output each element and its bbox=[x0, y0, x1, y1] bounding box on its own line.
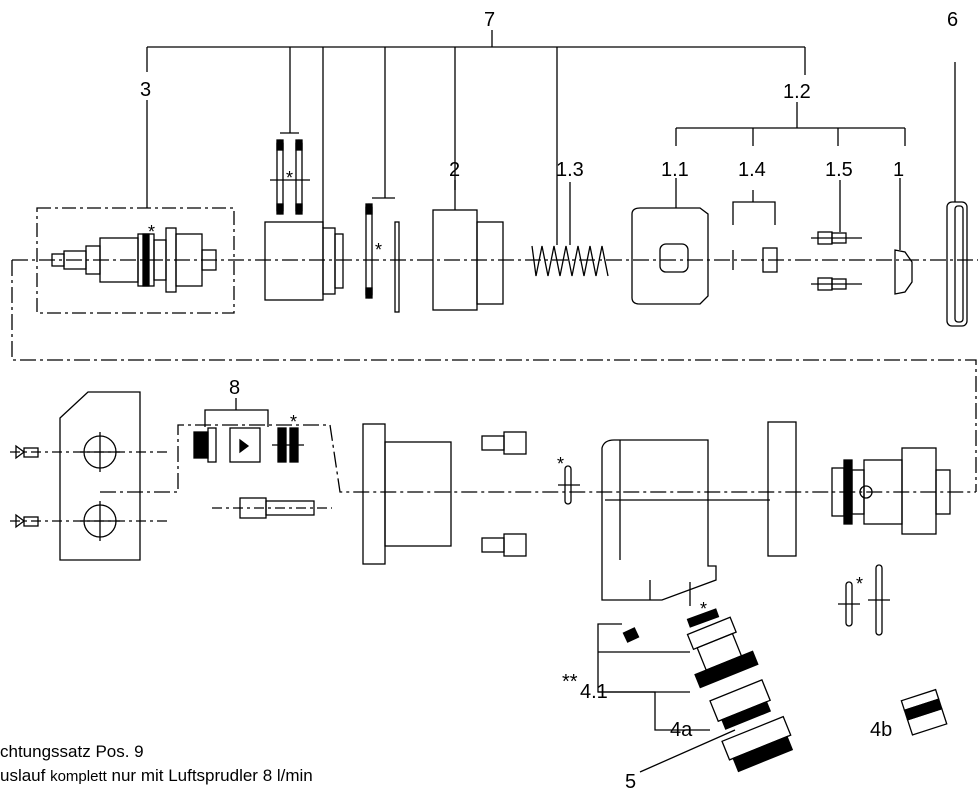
label-7: 7 bbox=[484, 9, 495, 31]
star-mark-aerator: * bbox=[700, 599, 707, 619]
bracket-4-1 bbox=[597, 623, 710, 731]
label-4-1-prefix: ** bbox=[562, 671, 578, 693]
star-mark-small: * bbox=[557, 454, 564, 474]
bolt bbox=[212, 497, 332, 519]
labels: 7 6 3 1.2 2 1.3 1.1 1.4 1.5 1 8 ** 4.1 4… bbox=[140, 9, 958, 793]
leader-bracket-1-2 bbox=[675, 102, 906, 146]
footnote-outlet: uslauf komplett nur mit Luftsprudler 8 l… bbox=[0, 766, 313, 786]
label-1-3: 1.3 bbox=[556, 159, 584, 181]
label-8: 8 bbox=[229, 377, 240, 399]
check-ring bbox=[272, 427, 304, 463]
label-1: 1 bbox=[893, 159, 904, 181]
aerator-stack bbox=[686, 616, 794, 773]
sleeve-7 bbox=[264, 221, 344, 301]
label-4a: 4a bbox=[670, 719, 693, 741]
footnote-outlet-a: uslauf bbox=[0, 766, 51, 785]
star-mark-seal: * bbox=[375, 240, 382, 260]
seal-ring-7 bbox=[365, 197, 400, 313]
label-4b: 4b bbox=[870, 719, 892, 741]
diverter-valve bbox=[831, 447, 951, 535]
label-3: 3 bbox=[140, 79, 151, 101]
part-3-frame bbox=[36, 207, 235, 314]
label-2: 2 bbox=[449, 159, 460, 181]
footnote-outlet-b: komplett bbox=[50, 768, 107, 785]
label-6: 6 bbox=[947, 9, 958, 31]
part-1-plate bbox=[894, 249, 913, 295]
leader-bracket-7 bbox=[146, 30, 806, 245]
label-1-1: 1.1 bbox=[661, 159, 689, 181]
label-1-4: 1.4 bbox=[738, 159, 766, 181]
label-1-5: 1.5 bbox=[825, 159, 853, 181]
oring-pair-7 bbox=[270, 132, 310, 215]
label-5: 5 bbox=[625, 771, 636, 793]
cap-screws bbox=[481, 431, 527, 557]
footnote-outlet-c: nur mit Luftsprudler 8 l/min bbox=[106, 766, 313, 785]
outlet-body bbox=[601, 439, 717, 601]
spacer-plate bbox=[767, 421, 797, 557]
part-1-5-screws bbox=[811, 231, 862, 291]
part-4b bbox=[900, 688, 948, 736]
countersunk-screws bbox=[10, 444, 170, 529]
row-connector bbox=[11, 260, 977, 492]
part-1-4-pin bbox=[732, 247, 778, 273]
label-4-1: 4.1 bbox=[580, 681, 608, 703]
star-mark-4b: * bbox=[856, 574, 863, 594]
oring-set-4b bbox=[838, 564, 890, 636]
part-1-3-spring bbox=[531, 245, 609, 277]
part-8-valve bbox=[193, 427, 261, 463]
star-mark-3: * bbox=[148, 222, 155, 242]
lower-centerline bbox=[100, 424, 976, 493]
part-1-1-cap bbox=[631, 207, 709, 305]
footnote-seal-kit: chtungssatz Pos. 9 bbox=[0, 742, 144, 761]
flange-body bbox=[362, 423, 452, 565]
part-6-rosette bbox=[946, 201, 968, 327]
part-2-sleeve bbox=[432, 209, 504, 311]
small-oring bbox=[558, 465, 580, 505]
part-3-cartridge bbox=[51, 227, 217, 293]
star-mark-check: * bbox=[290, 412, 297, 432]
label-1-2: 1.2 bbox=[783, 81, 811, 103]
wall-plate bbox=[59, 391, 141, 561]
star-mark-oring: * bbox=[286, 168, 293, 188]
